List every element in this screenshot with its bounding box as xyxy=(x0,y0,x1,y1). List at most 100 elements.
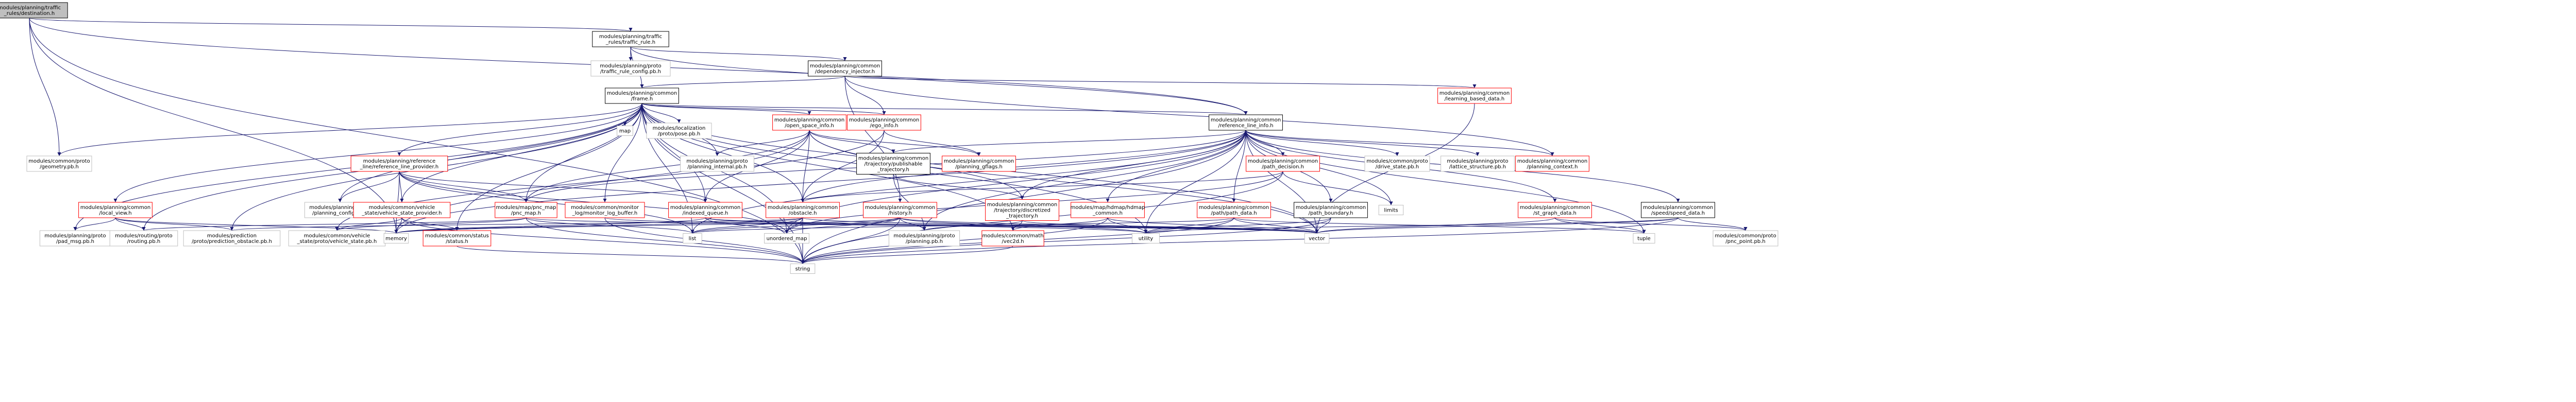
node-label-line: /proto/pose.pb.h xyxy=(658,131,700,137)
edge-reference-line-info-to-lattice-structure-pb xyxy=(1245,130,1480,156)
node-obstacle[interactable]: modules/planning/common/obstacle.h xyxy=(766,202,840,218)
edge-dependency-injector-to-planning-context xyxy=(844,76,1554,156)
node-label-line: /speed/speed_data.h xyxy=(1651,211,1705,216)
node-label-line: _trajectory.h xyxy=(877,167,909,173)
edge-open-space-info-to-indexed-queue xyxy=(703,130,810,203)
node-label-line: modules/map/hdmap/hdmap xyxy=(1071,205,1145,211)
node-discretized-trajectory[interactable]: modules/planning/common/trajectory/discr… xyxy=(985,199,1059,221)
node-label-line: modules/planning/traffic xyxy=(599,34,662,40)
node-tuple: tuple xyxy=(1633,233,1655,243)
edge-path-decision-to-limits xyxy=(1282,171,1393,205)
node-label-line: /vec2d.h xyxy=(1002,239,1024,244)
node-box xyxy=(1304,233,1330,243)
node-planning-internal-pb: modules/planning/proto/planning_internal… xyxy=(680,155,754,172)
node-label-line: /ego_info.h xyxy=(870,123,898,129)
node-planning-context[interactable]: modules/planning/common/planning_context… xyxy=(1515,155,1589,172)
node-box xyxy=(78,202,152,218)
edge-history-to-unordered-map xyxy=(785,217,901,234)
node-label-line: modules/planning/common xyxy=(865,205,935,211)
edge-local-view-to-dad-msg-pb xyxy=(73,217,116,231)
edge-frame-to-local-view xyxy=(113,103,642,203)
node-label-line: /planning_config.pb.h xyxy=(312,211,368,216)
edge-hdmap-to-vec2d xyxy=(1011,217,1108,231)
edge-reference-line-info-to-obstacle xyxy=(801,130,1246,203)
node-log-buffer[interactable]: modules/common/monitor_log/monitor_log_b… xyxy=(565,202,645,218)
node-box xyxy=(26,155,92,172)
node-status[interactable]: modules/common/status/status.h xyxy=(422,230,492,247)
edge-speed-data-to-pnc-point-pb xyxy=(1677,217,1748,231)
edge-traffic-rule-to-reference-line-info xyxy=(630,46,1248,115)
node-label-line: modules/planning/traffic xyxy=(0,5,61,11)
node-label-line: modules/planning/common xyxy=(774,117,844,123)
node-traffic-rule[interactable]: modules/planning/traffic_rules/traffic_r… xyxy=(592,31,669,47)
node-path-boundary[interactable]: modules/planning/common/path_boundary.h xyxy=(1294,202,1368,218)
node-pnc-map[interactable]: modules/map/pnc_map/pnc_map.h xyxy=(495,202,557,218)
node-vehicle-state-pb: modules/common/vehicle_state/proto/vehic… xyxy=(288,230,386,247)
node-label-line: modules/planning/common xyxy=(1517,159,1587,164)
edge-path-data-to-utility xyxy=(1144,217,1234,234)
node-reference-line-provider[interactable]: modules/planning/reference_line/referenc… xyxy=(350,155,448,172)
node-label-line: map xyxy=(619,129,631,134)
node-label-line: _log/monitor_log_buffer.h xyxy=(572,211,637,216)
node-box xyxy=(1209,114,1283,131)
node-label-line: /trajectory/publishable xyxy=(865,162,923,167)
node-root[interactable]: modules/planning/traffic_rules/destinati… xyxy=(0,2,68,19)
edge-frame-to-geometry-pb xyxy=(57,103,642,156)
node-box xyxy=(808,60,882,77)
node-publishable-trajectory[interactable]: modules/planning/common/trajectory/publi… xyxy=(856,153,930,174)
node-geometry-pb: modules/common/proto/geometry.pb.h xyxy=(26,155,92,172)
node-label-line: modules/planning/common xyxy=(858,156,928,162)
node-label-line: limits xyxy=(1384,208,1398,214)
node-frame[interactable]: modules/planning/common/frame.h xyxy=(605,88,679,104)
node-ego-info[interactable]: modules/planning/common/ego_info.h xyxy=(847,114,921,131)
edge-reference-line-info-to-hdmap xyxy=(1106,130,1246,203)
node-label-line: modules/routing/proto xyxy=(115,233,173,239)
node-label-line: modules/planning/common xyxy=(1199,205,1269,211)
node-local-view[interactable]: modules/planning/common/local_view.h xyxy=(78,202,152,218)
edge-pnc-map-to-string xyxy=(526,217,805,264)
edge-path-data-to-list xyxy=(690,217,1234,234)
edge-reference-line-provider-to-indexed-queue xyxy=(399,171,707,203)
node-path-decision[interactable]: modules/planning/common/path_decision.h xyxy=(1246,155,1320,172)
node-label-line: modules/planning/common xyxy=(810,63,880,69)
node-planning-gflags[interactable]: modules/planning/common/planning_gflags.… xyxy=(942,155,1016,172)
edge-ego-info-to-obstacle xyxy=(801,130,885,203)
node-indexed-queue[interactable]: modules/planning/common/indexed_queue.h xyxy=(668,202,742,218)
node-box xyxy=(592,31,669,47)
node-box xyxy=(680,155,754,172)
node-localization-pose-pb: modules/localization/proto/pose.pb.h xyxy=(646,123,712,139)
node-reference-line-info[interactable]: modules/planning/common/reference_line_i… xyxy=(1209,114,1283,131)
edge-reference-line-info-to-publishable-trajectory xyxy=(891,130,1246,153)
edge-frame-to-reference-line-provider xyxy=(397,103,642,156)
node-box xyxy=(646,123,712,139)
node-open-space-info[interactable]: modules/planning/common/open_space_info.… xyxy=(772,114,846,131)
node-path-data[interactable]: modules/planning/common/path/path_data.h xyxy=(1197,202,1271,218)
node-learning-based-data[interactable]: modules/planning/common/learning_based_d… xyxy=(1437,88,1512,104)
node-label-line: modules/planning/proto xyxy=(600,63,661,69)
node-box xyxy=(1246,155,1320,172)
edge-hdmap-to-vector xyxy=(1107,217,1319,234)
node-box xyxy=(422,230,492,247)
node-pnc-point-pb: modules/common/proto/pnc_point.pb.h xyxy=(1713,230,1778,247)
edge-obstacle-to-prediction-obstacle-pb xyxy=(230,217,803,231)
node-speed-data[interactable]: modules/planning/common/speed/speed_data… xyxy=(1641,202,1715,218)
node-label-line: modules/common/status xyxy=(425,233,489,239)
edge-open-space-info-to-publishable-trajectory xyxy=(809,130,895,153)
node-box xyxy=(0,2,68,19)
edge-frame-to-planning-config-pb xyxy=(338,103,642,203)
edge-ego-info-to-planning-gflags xyxy=(884,130,981,156)
node-label-line: modules/planning/proto xyxy=(309,205,370,211)
node-label-line: /learning_based_data.h xyxy=(1445,96,1504,102)
node-hdmap[interactable]: modules/map/hdmap/hdmap_common.h xyxy=(1071,202,1145,218)
node-dependency-injector[interactable]: modules/planning/common/dependency_injec… xyxy=(808,60,882,77)
node-vec2d[interactable]: modules/common/math/vec2d.h xyxy=(981,230,1044,247)
edge-speed-data-to-vector xyxy=(1315,217,1679,234)
edges-layer xyxy=(29,18,1748,264)
node-box xyxy=(1713,230,1778,247)
node-vehicle-state-provider[interactable]: modules/common/vehicle_state/vehicle_sta… xyxy=(353,202,451,218)
node-history[interactable]: modules/planning/common/history.h xyxy=(863,202,937,218)
edge-obstacle-to-memory xyxy=(394,217,803,234)
edge-path-boundary-to-string xyxy=(801,217,1331,264)
node-st-graph-data[interactable]: modules/planning/common/st_graph_data.h xyxy=(1518,202,1592,218)
